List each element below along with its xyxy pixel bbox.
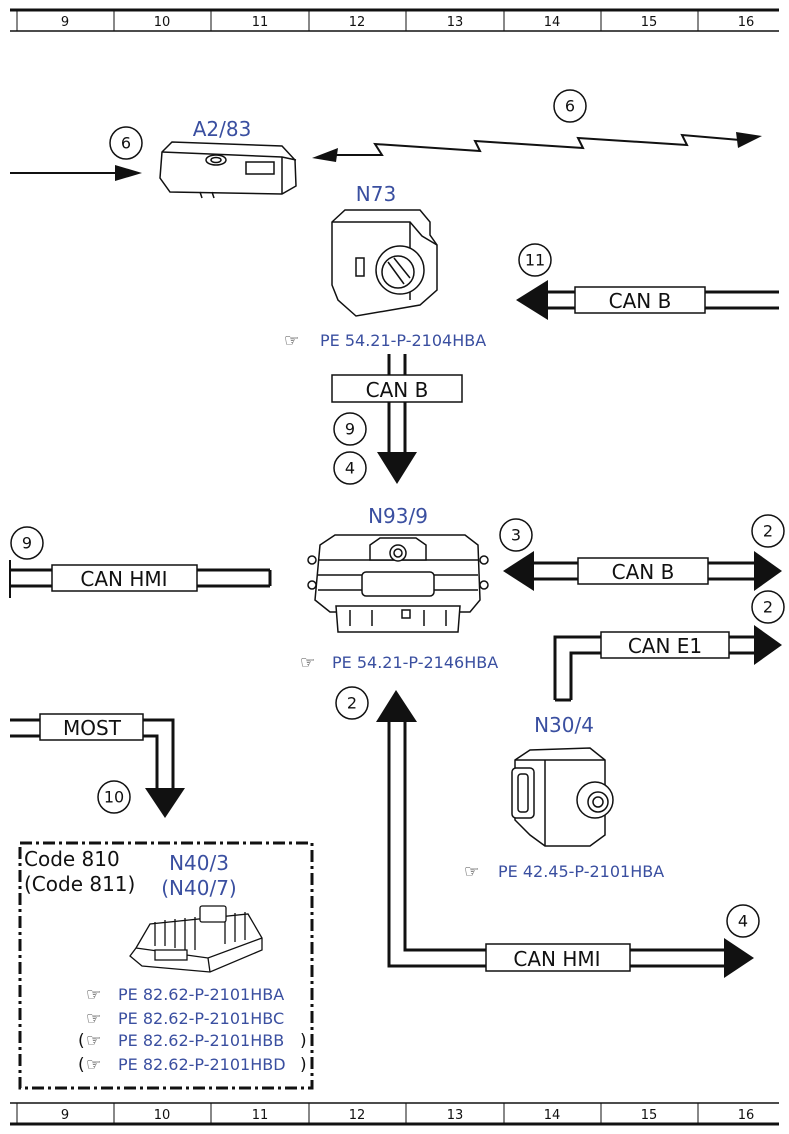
ruler-bottom-12: 12	[349, 1108, 366, 1123]
ruler-top-13: 13	[447, 15, 464, 30]
code-811-label: (Code 811)	[24, 872, 135, 896]
code-810-option-box	[18, 841, 314, 1090]
hand-pointer-icon: ☞	[86, 1031, 101, 1051]
n73-reference-text: PE 54.21-P-2104HBA	[320, 331, 486, 350]
n40-references: ☞ PE 82.62-P-2101HBA ☞ PE 82.62-P-2101HB…	[78, 985, 307, 1075]
bus-can-b-mid: CAN B	[331, 354, 463, 484]
hand-pointer-icon: ☞	[86, 985, 101, 1005]
circle-6-left-text: 6	[121, 134, 131, 153]
ruler-top-16: 16	[738, 15, 755, 30]
close-paren: )	[300, 1031, 307, 1051]
circle-2-right-a: 2	[751, 514, 785, 548]
ruler-bottom-16: 16	[738, 1108, 755, 1123]
ruler-top-12: 12	[349, 15, 366, 30]
bus-can-hmi-left-label: CAN HMI	[80, 567, 167, 591]
bus-can-b-mid-label: CAN B	[366, 378, 429, 402]
circle-2-right-b: 2	[751, 590, 785, 624]
ruler-bottom-14: 14	[544, 1108, 561, 1123]
ruler-top-10: 10	[154, 15, 171, 30]
component-n30-4-label: N30/4	[534, 713, 594, 737]
circle-2-right-a-text: 2	[763, 522, 773, 541]
ruler-bottom-9: 9	[61, 1108, 69, 1123]
n30-4-reference-text: PE 42.45-P-2101HBA	[498, 862, 664, 881]
ruler-bottom-13: 13	[447, 1108, 464, 1123]
circle-2-mid: 2	[335, 686, 369, 720]
ruler-top-15: 15	[641, 15, 658, 30]
a2-83-module-icon	[159, 141, 297, 199]
open-paren: (	[78, 1031, 85, 1051]
ruler-top-11: 11	[252, 15, 269, 30]
open-paren: (	[78, 1055, 85, 1075]
hand-pointer-icon: ☞	[284, 331, 299, 351]
hand-pointer-icon: ☞	[464, 862, 479, 882]
bus-can-b-top: CAN B	[516, 280, 779, 320]
circle-6-left: 6	[109, 126, 143, 160]
hand-pointer-icon: ☞	[86, 1009, 101, 1029]
circle-10: 10	[97, 780, 131, 814]
n93-9-reference-text: PE 54.21-P-2146HBA	[332, 653, 498, 672]
circle-9-left: 9	[10, 526, 44, 560]
n30-4-reference: ☞ PE 42.45-P-2101HBA	[464, 862, 664, 882]
n40-reference-a: PE 82.62-P-2101HBA	[118, 985, 284, 1004]
bus-can-hmi-bottom-label: CAN HMI	[513, 947, 600, 971]
circle-4-mid: 4	[333, 451, 367, 485]
wireless-link-zigzag	[312, 132, 762, 162]
circle-9-mid-text: 9	[345, 420, 355, 439]
signal-line-a2-83	[10, 165, 142, 181]
circle-4-bottom: 4	[726, 904, 760, 938]
component-n93-9-label: N93/9	[368, 504, 428, 528]
circle-9-mid: 9	[333, 412, 367, 446]
circle-6-top-text: 6	[565, 97, 575, 116]
bus-most: MOST	[10, 713, 185, 818]
n73-reference: ☞ PE 54.21-P-2104HBA	[284, 331, 486, 351]
circle-3-text: 3	[511, 526, 521, 545]
bus-most-label: MOST	[63, 716, 122, 740]
hand-pointer-icon: ☞	[300, 653, 315, 673]
circle-3: 3	[499, 518, 533, 552]
n73-camera-module-icon	[331, 209, 438, 317]
circle-2-mid-text: 2	[347, 694, 357, 713]
component-n40-3-label: N40/3	[169, 851, 229, 875]
bus-can-b-right-label: CAN B	[612, 560, 675, 584]
circle-2-right-b-text: 2	[763, 598, 773, 617]
bus-can-e1: CAN E1	[553, 625, 782, 702]
component-n73-label: N73	[356, 182, 396, 206]
ruler-bottom-10: 10	[154, 1108, 171, 1123]
circle-4-mid-text: 4	[345, 459, 355, 478]
n93-9-control-unit-icon	[307, 534, 489, 633]
circle-11-text: 11	[525, 251, 545, 270]
hand-pointer-icon: ☞	[86, 1055, 101, 1075]
n40-reference-d: PE 82.62-P-2101HBD	[118, 1055, 286, 1074]
circle-4-bottom-text: 4	[738, 912, 748, 931]
bottom-ruler: 9 10 11 12 13 14 15 16	[10, 1102, 779, 1126]
circle-6-top: 6	[553, 89, 587, 123]
component-n40-7-label: (N40/7)	[161, 876, 236, 900]
circle-11: 11	[518, 243, 552, 277]
bus-can-b-right: CAN B	[503, 551, 782, 591]
ruler-top-9: 9	[61, 15, 69, 30]
close-paren: )	[300, 1055, 307, 1075]
bus-can-hmi-bottom: CAN HMI	[376, 690, 754, 978]
n40-reference-b: PE 82.62-P-2101HBC	[118, 1009, 284, 1028]
top-ruler: 9 10 11 12 13 14 15 16	[10, 8, 779, 32]
ruler-bottom-11: 11	[252, 1108, 269, 1123]
n93-9-reference: ☞ PE 54.21-P-2146HBA	[300, 653, 498, 673]
ruler-top-14: 14	[544, 15, 561, 30]
n40-reference-c: PE 82.62-P-2101HBB	[118, 1031, 284, 1050]
bus-can-hmi-left: CAN HMI	[9, 560, 272, 598]
n30-4-module-icon	[511, 747, 614, 847]
n40-amplifier-module-icon	[129, 905, 263, 973]
component-a2-83-label: A2/83	[193, 117, 252, 141]
bus-can-b-top-label: CAN B	[609, 289, 672, 313]
circle-9-left-text: 9	[22, 534, 32, 553]
code-810-label: Code 810	[24, 847, 120, 871]
ruler-bottom-15: 15	[641, 1108, 658, 1123]
circle-10-text: 10	[104, 788, 124, 807]
bus-can-e1-label: CAN E1	[628, 634, 702, 658]
